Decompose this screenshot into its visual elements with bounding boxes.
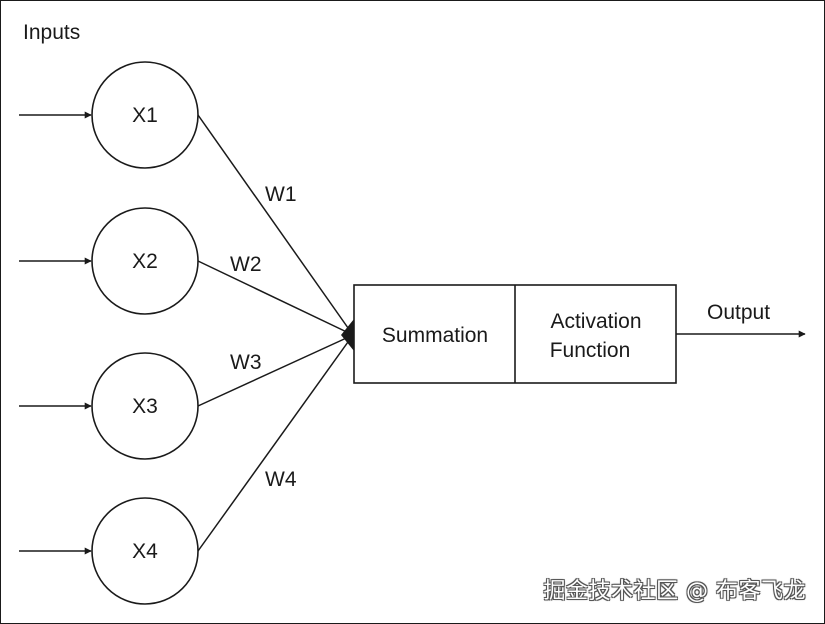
summation-label: Summation xyxy=(382,324,488,347)
output-label: Output xyxy=(707,301,770,324)
weight-label-w1: W1 xyxy=(265,183,297,206)
connection-w3 xyxy=(197,334,354,407)
input-label-x3: X3 xyxy=(132,395,158,418)
convergence-arrowhead xyxy=(341,319,354,351)
connection-w1 xyxy=(197,114,354,336)
weight-label-w2: W2 xyxy=(230,253,262,276)
inputs-title: Inputs xyxy=(23,21,80,44)
input-label-x4: X4 xyxy=(132,540,158,563)
connection-w4 xyxy=(197,334,354,552)
input-label-x2: X2 xyxy=(132,250,158,273)
activation-label-line1: Activation xyxy=(550,310,641,333)
input-label-x1: X1 xyxy=(132,104,158,127)
activation-label-line2: Function xyxy=(550,339,631,362)
weight-label-w3: W3 xyxy=(230,351,262,374)
watermark: 掘金技术社区 @ 布客飞龙 xyxy=(543,579,806,604)
weight-label-w4: W4 xyxy=(265,468,297,491)
connection-w2 xyxy=(197,260,354,336)
